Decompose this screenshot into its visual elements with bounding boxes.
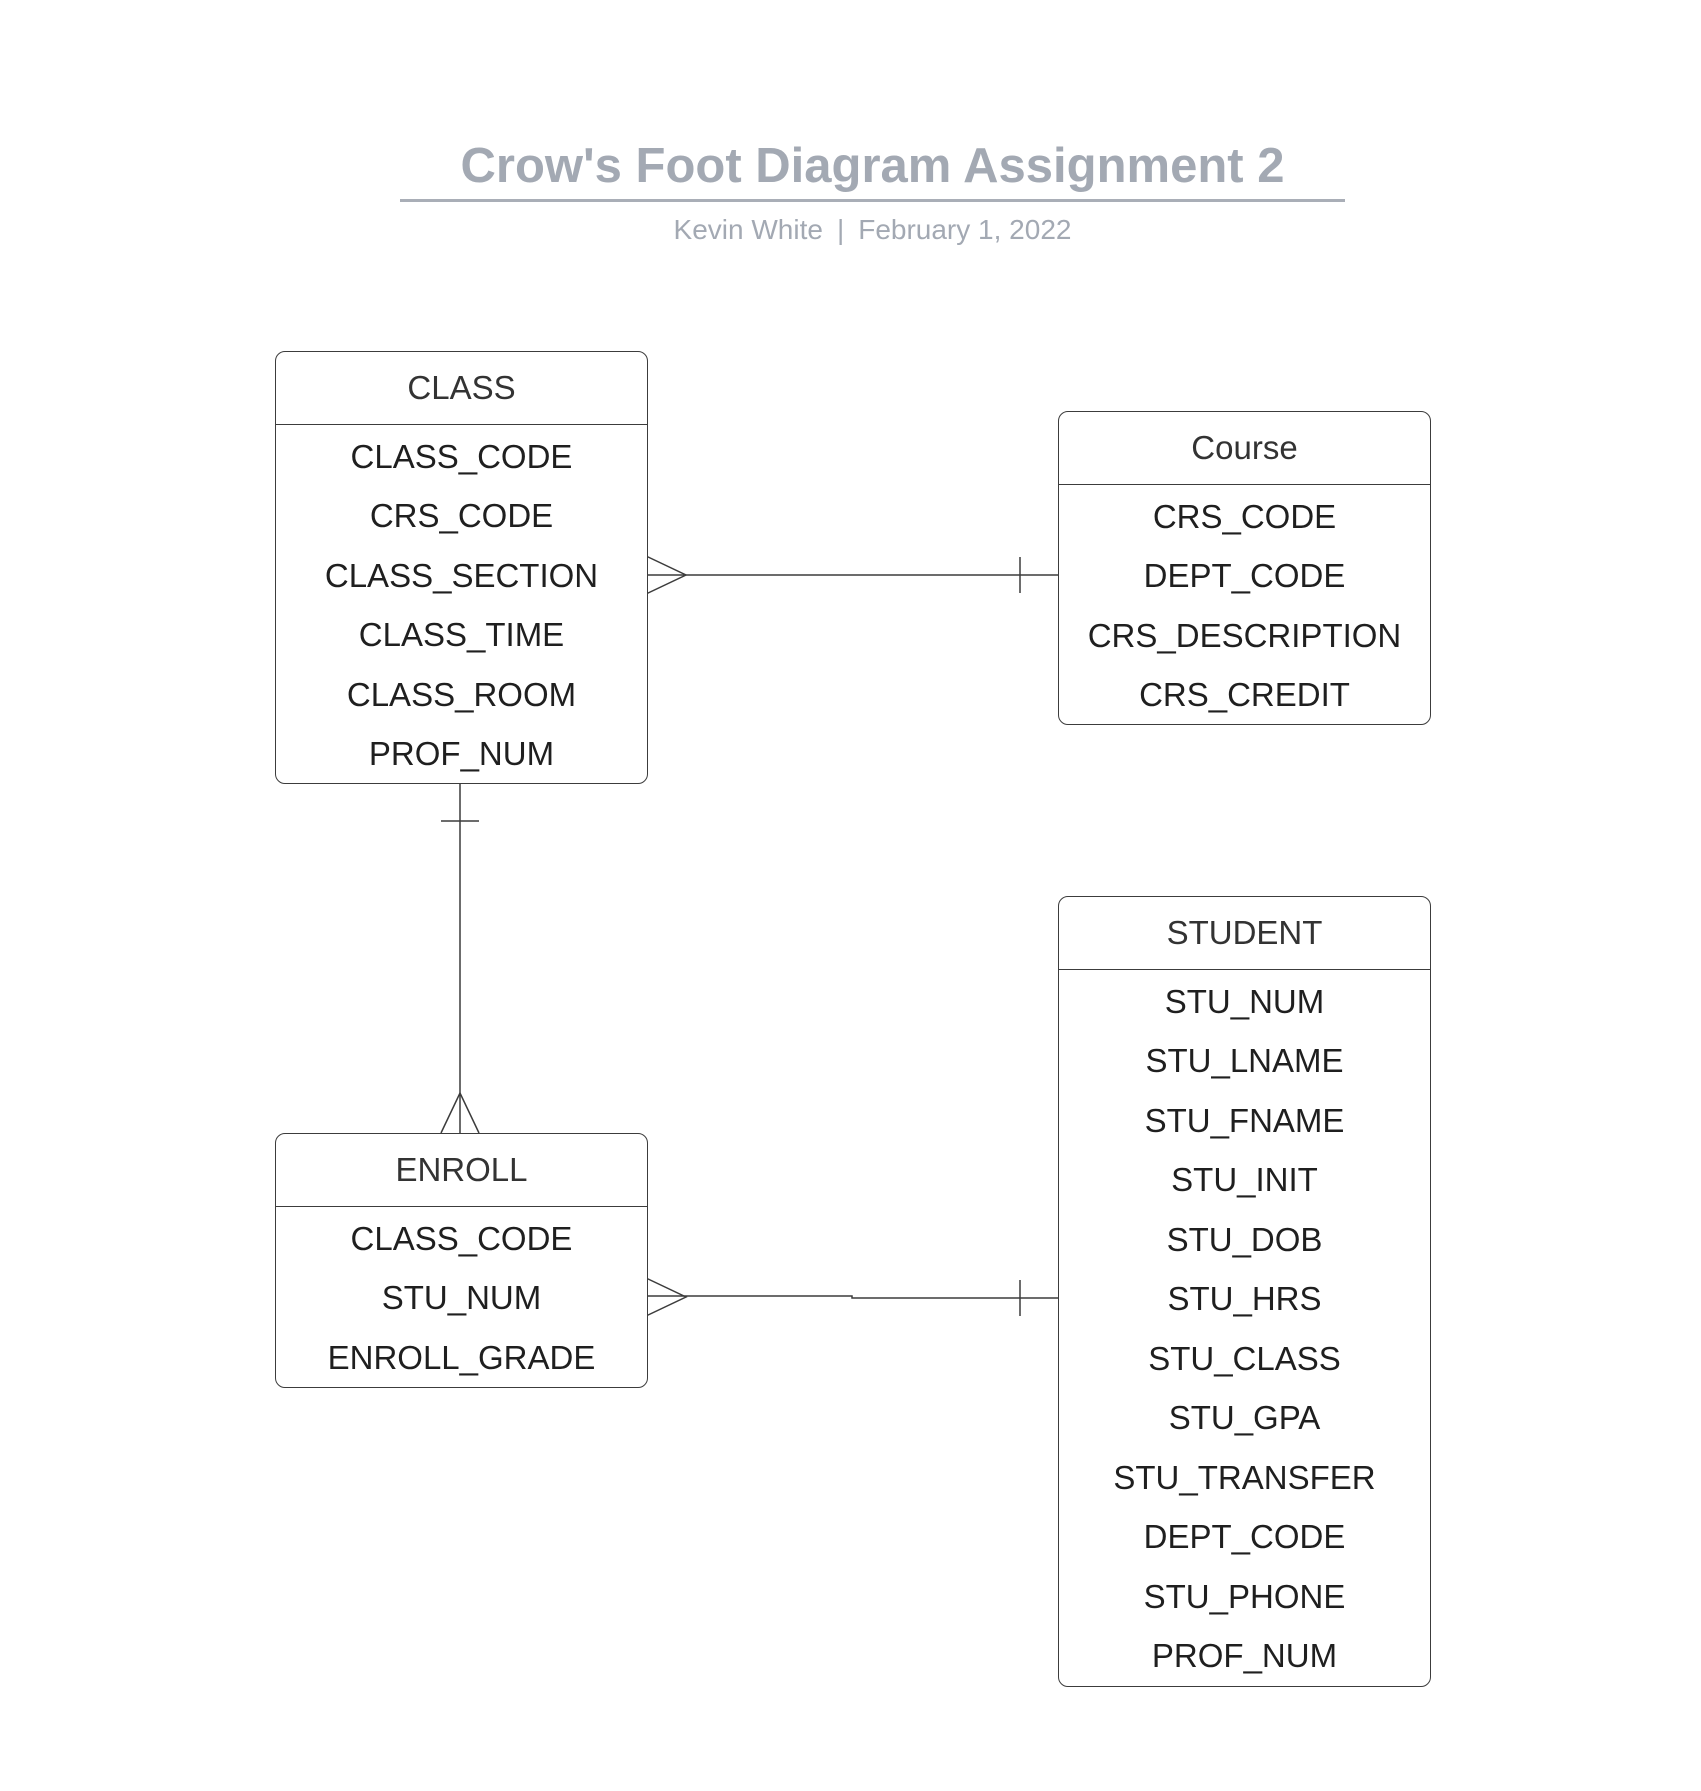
- entity-student-header: STUDENT: [1059, 897, 1430, 970]
- entity-enroll[interactable]: ENROLL CLASS_CODE STU_NUM ENROLL_GRADE: [275, 1133, 648, 1388]
- field-class-code: CLASS_CODE: [350, 437, 573, 475]
- field-stu-init: STU_INIT: [1171, 1161, 1318, 1199]
- entity-class[interactable]: CLASS CLASS_CODE CRS_CODE CLASS_SECTION …: [275, 351, 648, 784]
- field-class-code: CLASS_CODE: [350, 1219, 573, 1257]
- entity-enroll-fields: CLASS_CODE STU_NUM ENROLL_GRADE: [276, 1207, 647, 1387]
- field-enroll-grade: ENROLL_GRADE: [327, 1338, 596, 1376]
- author-name: Kevin White: [673, 214, 823, 245]
- entity-course-header: Course: [1059, 412, 1430, 485]
- field-prof-num: PROF_NUM: [1151, 1637, 1338, 1675]
- entity-class-fields: CLASS_CODE CRS_CODE CLASS_SECTION CLASS_…: [276, 425, 647, 783]
- field-dept-code: DEPT_CODE: [1143, 1518, 1346, 1556]
- field-stu-dob: STU_DOB: [1166, 1220, 1323, 1258]
- entity-student-fields: STU_NUM STU_LNAME STU_FNAME STU_INIT STU…: [1059, 970, 1430, 1686]
- field-stu-lname: STU_LNAME: [1145, 1042, 1344, 1080]
- enroll-many-crowsfoot: [440, 1091, 480, 1134]
- field-crs-code: CRS_CODE: [369, 497, 554, 535]
- enroll-many-crowsfoot-right: [645, 1277, 688, 1317]
- field-crs-description: CRS_DESCRIPTION: [1087, 616, 1402, 654]
- field-stu-class: STU_CLASS: [1148, 1339, 1341, 1377]
- entity-course[interactable]: Course CRS_CODE DEPT_CODE CRS_DESCRIPTIO…: [1058, 411, 1431, 725]
- diagram-subtitle: Kevin White | February 1, 2022: [400, 212, 1345, 248]
- relationship-enroll-student: [645, 1277, 1058, 1317]
- field-stu-transfer: STU_TRANSFER: [1113, 1458, 1376, 1496]
- relationship-class-enroll: [440, 783, 480, 1134]
- class-many-crowsfoot: [645, 555, 688, 595]
- entity-class-header: CLASS: [276, 352, 647, 425]
- field-stu-fname: STU_FNAME: [1144, 1101, 1345, 1139]
- entity-enroll-header: ENROLL: [276, 1134, 647, 1207]
- field-stu-num: STU_NUM: [381, 1279, 542, 1317]
- enroll-student-line: [646, 1295, 1058, 1299]
- diagram-date: February 1, 2022: [858, 214, 1072, 245]
- field-class-section: CLASS_SECTION: [324, 556, 599, 594]
- field-stu-phone: STU_PHONE: [1143, 1577, 1346, 1615]
- field-class-room: CLASS_ROOM: [346, 675, 577, 713]
- entity-course-fields: CRS_CODE DEPT_CODE CRS_DESCRIPTION CRS_C…: [1059, 485, 1430, 724]
- field-prof-num: PROF_NUM: [368, 735, 555, 773]
- field-crs-credit: CRS_CREDIT: [1139, 676, 1350, 714]
- field-stu-gpa: STU_GPA: [1168, 1399, 1321, 1437]
- field-crs-code: CRS_CODE: [1152, 497, 1337, 535]
- field-class-time: CLASS_TIME: [358, 616, 565, 654]
- subtitle-separator: |: [836, 214, 845, 245]
- field-dept-code: DEPT_CODE: [1143, 557, 1346, 595]
- relationship-class-course: [645, 555, 1058, 595]
- field-stu-num: STU_NUM: [1164, 982, 1325, 1020]
- entity-student[interactable]: STUDENT STU_NUM STU_LNAME STU_FNAME STU_…: [1058, 896, 1431, 1687]
- title-underline: [400, 199, 1345, 202]
- field-stu-hrs: STU_HRS: [1167, 1280, 1322, 1318]
- diagram-title: Crow's Foot Diagram Assignment 2: [460, 139, 1285, 193]
